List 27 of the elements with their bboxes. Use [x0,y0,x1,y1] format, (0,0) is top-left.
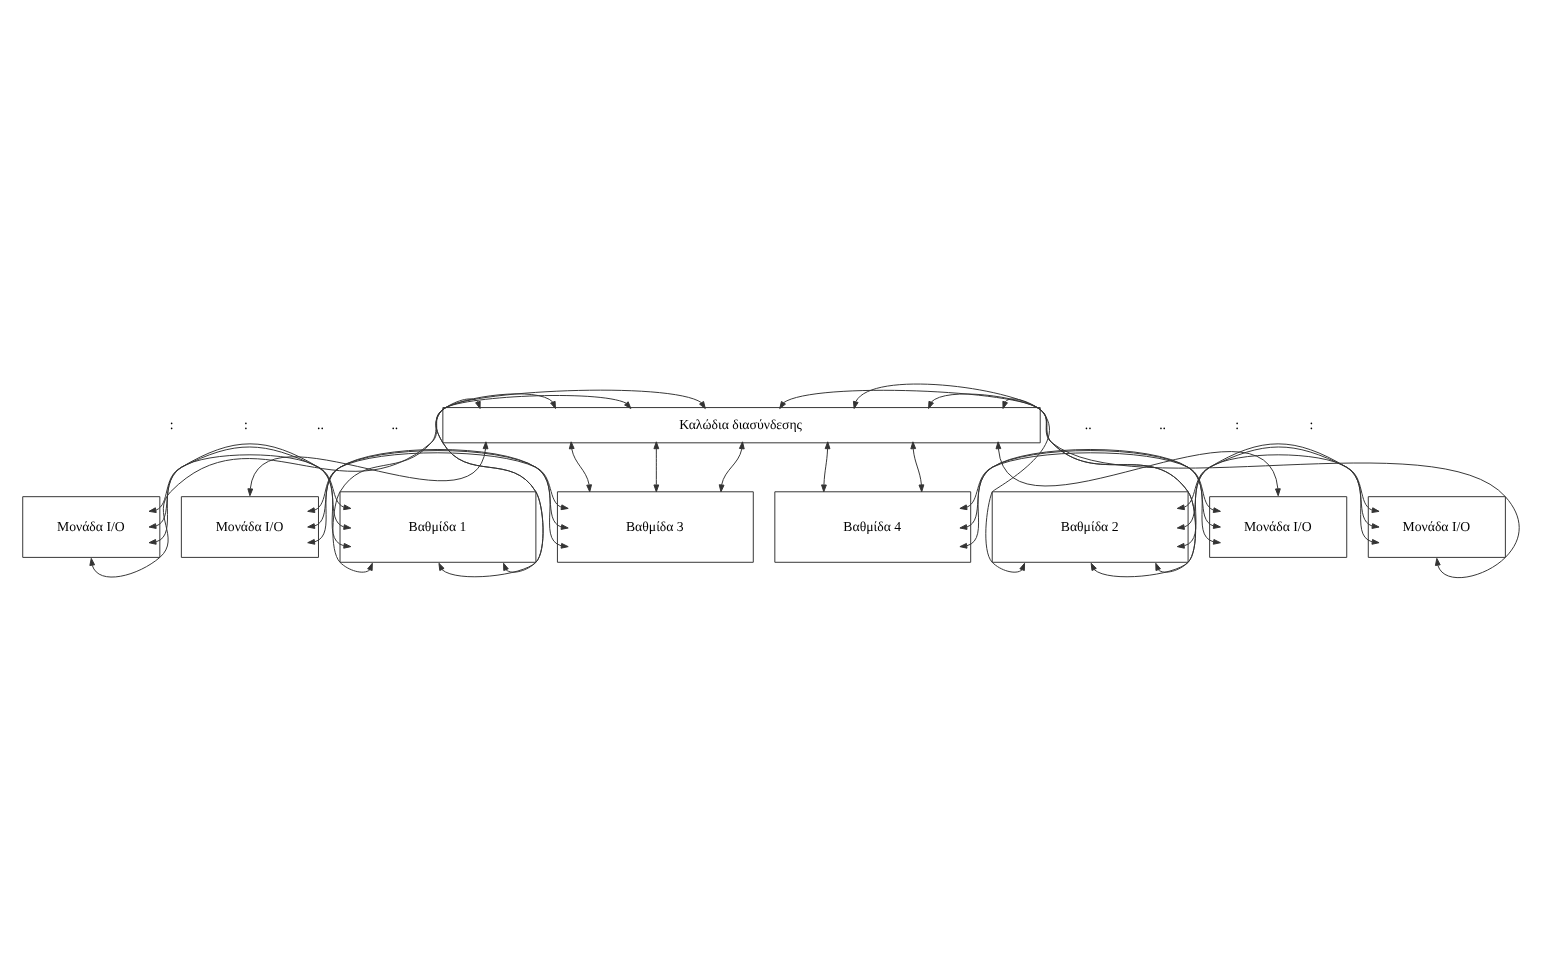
arrow [959,449,1221,549]
arrow [928,393,1197,573]
arrow [910,441,925,493]
arrow [852,383,1197,578]
arrow [1176,454,1380,549]
arrow [435,395,632,578]
arrow [307,450,569,530]
arrow [1002,398,1520,579]
arrow [89,398,481,578]
arrow [959,450,1221,530]
arrow [1176,443,1380,530]
arrow [307,452,569,513]
arrow [435,389,706,573]
arrow [653,441,660,493]
arrow [995,441,1281,497]
arrow [568,441,592,493]
arrow [821,441,831,493]
arrow [247,441,489,497]
arrow [1176,446,1380,513]
arrow [779,389,1050,573]
arrow [959,452,1221,513]
arrow [332,393,556,573]
arrow [148,446,352,513]
arrow [148,443,352,530]
arrow [718,441,745,493]
arrow [148,454,352,549]
arrow [307,449,569,549]
